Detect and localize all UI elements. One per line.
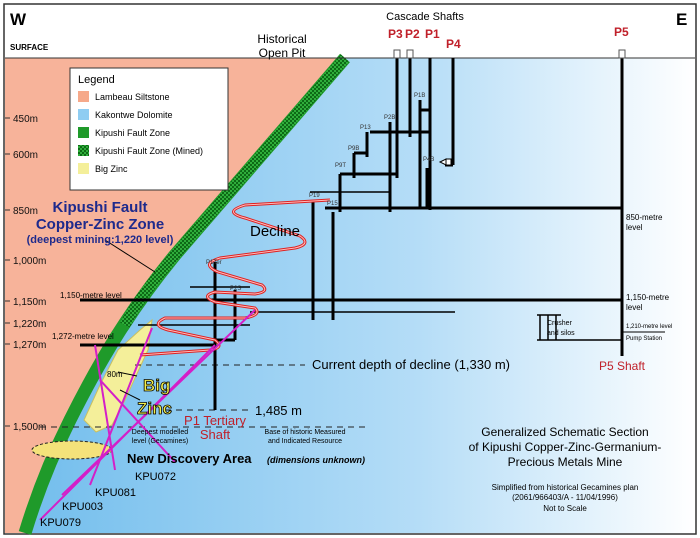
shaft-label: P15 xyxy=(327,201,338,207)
depth-label: 1,270m xyxy=(13,340,46,351)
depth-label: 1,150m xyxy=(13,297,46,308)
legend-item: Kipushi Fault Zone xyxy=(95,128,170,138)
crusher-label: and silos xyxy=(547,330,575,337)
shaft-label: P9T xyxy=(335,163,346,169)
base-resource-label: Base of historic Measured xyxy=(265,429,346,436)
drillhole-label: KPU003 xyxy=(62,501,103,513)
depth-label: 850m xyxy=(13,206,38,217)
legend-item: Big Zinc xyxy=(95,164,128,174)
surface-label: SURFACE xyxy=(10,43,49,52)
width-label: 80m xyxy=(107,370,123,379)
p4-fan-icon xyxy=(438,158,452,166)
big-zinc-orebody xyxy=(83,318,153,433)
fault-arrow xyxy=(104,239,156,273)
shaft-label-p5: P5 xyxy=(614,25,629,39)
shaft-label: P13 xyxy=(360,125,371,131)
scale-note: Not to Scale xyxy=(543,504,587,513)
big-zinc-arrow xyxy=(119,389,141,401)
crusher-label: Crusher xyxy=(547,320,573,327)
shaft-label-p2: P2 xyxy=(405,27,420,41)
new-discovery-area-ellipse xyxy=(31,440,113,460)
headframes xyxy=(393,49,626,59)
shaft-label-p4: P4 xyxy=(446,37,461,51)
p1-tertiary-label: P1 Tertiary xyxy=(184,413,246,428)
shaft-label: P19 xyxy=(309,193,320,199)
legend: Legend Lambeau Siltstone Kakontwe Dolomi… xyxy=(69,67,229,191)
legend-item: Lambeau Siltstone xyxy=(95,92,170,102)
shaft-label-p1: P1 xyxy=(425,27,440,41)
shaft-label: P9B xyxy=(348,146,359,152)
dashed-depth-lines xyxy=(40,364,370,428)
shaft-label: P1B xyxy=(414,93,425,99)
big-zinc-label: Zinc xyxy=(137,399,172,418)
level-label-1210: 1,210-metre level xyxy=(626,324,672,330)
drillhole-label: KPU079 xyxy=(40,517,81,529)
deepest-modelled-label: Deepest modelled xyxy=(132,429,189,436)
cascade-shafts-label: Cascade Shafts xyxy=(386,11,464,23)
new-discovery-label: New Discovery Area xyxy=(127,451,252,466)
mine-workings xyxy=(80,58,665,410)
fault-zone-title: Kipushi Fault xyxy=(53,199,148,216)
shaft-label: P2S xyxy=(230,286,241,292)
level-label-1150: 1,150-metre xyxy=(626,293,670,302)
diagram-title: Precious Metals Mine xyxy=(508,455,623,469)
drillhole-label: KPU072 xyxy=(135,471,176,483)
level-label-850: level xyxy=(626,223,643,232)
legend-item: Kakontwe Dolomite xyxy=(95,110,173,120)
open-pit-label: Open Pit xyxy=(259,46,306,60)
east-label: E xyxy=(676,10,687,29)
source-note: (2061/966403/A - 11/04/1996) xyxy=(512,493,618,502)
decline-label: Decline xyxy=(250,223,300,240)
current-depth-label: Current depth of decline (1,330 m) xyxy=(312,357,510,372)
depth-ticks xyxy=(5,117,10,427)
depth-1485-label: 1,485 m xyxy=(255,403,302,418)
diagram-title: Generalized Schematic Section xyxy=(481,425,648,439)
source-note: Simplified from historical Gecamines pla… xyxy=(492,483,639,492)
pump-station-label: Pump Station xyxy=(626,336,662,342)
fault-zone-title: Copper-Zinc Zone xyxy=(36,216,164,233)
level-label-1272: 1,272-metre level xyxy=(52,332,114,341)
base-resource-label: and Indicated Resource xyxy=(268,438,342,445)
shaft-label: P2B xyxy=(384,115,395,121)
depth-label: 1,000m xyxy=(13,256,46,267)
shaft-label-p3: P3 xyxy=(388,27,403,41)
big-zinc-label: Big xyxy=(143,376,170,395)
new-discovery-note: (dimensions unknown) xyxy=(267,455,365,465)
legend-title: Legend xyxy=(78,74,115,86)
p1-tertiary-label: Shaft xyxy=(200,427,231,442)
depth-label: 450m xyxy=(13,114,38,125)
decline-path-highlight xyxy=(139,199,331,356)
level-label-1150: level xyxy=(626,303,643,312)
level-label-850: 850-metre xyxy=(626,213,663,222)
depth-label: 1,220m xyxy=(13,319,46,330)
open-pit-label: Historical xyxy=(257,32,306,46)
depth-label: 600m xyxy=(13,150,38,161)
west-label: W xyxy=(10,10,27,29)
shaft-label: P1Ter xyxy=(206,260,222,266)
drillholes xyxy=(39,309,256,521)
level-label-1150-left: 1,150-metre level xyxy=(60,291,122,300)
depth-label: 1,500m xyxy=(13,422,46,433)
shaft-label: P4B xyxy=(423,157,434,163)
p5-shaft-label: P5 Shaft xyxy=(599,359,646,373)
drillhole-label: KPU081 xyxy=(95,487,136,499)
diagram-title: of Kipushi Copper-Zinc-Germanium- xyxy=(469,440,662,454)
width-arrow xyxy=(117,371,138,377)
fault-zone-subtitle: (deepest mining:1,220 level) xyxy=(27,234,174,246)
deepest-modelled-label: level (Gecamines) xyxy=(132,438,188,445)
legend-item: Kipushi Fault Zone (Mined) xyxy=(95,146,203,156)
